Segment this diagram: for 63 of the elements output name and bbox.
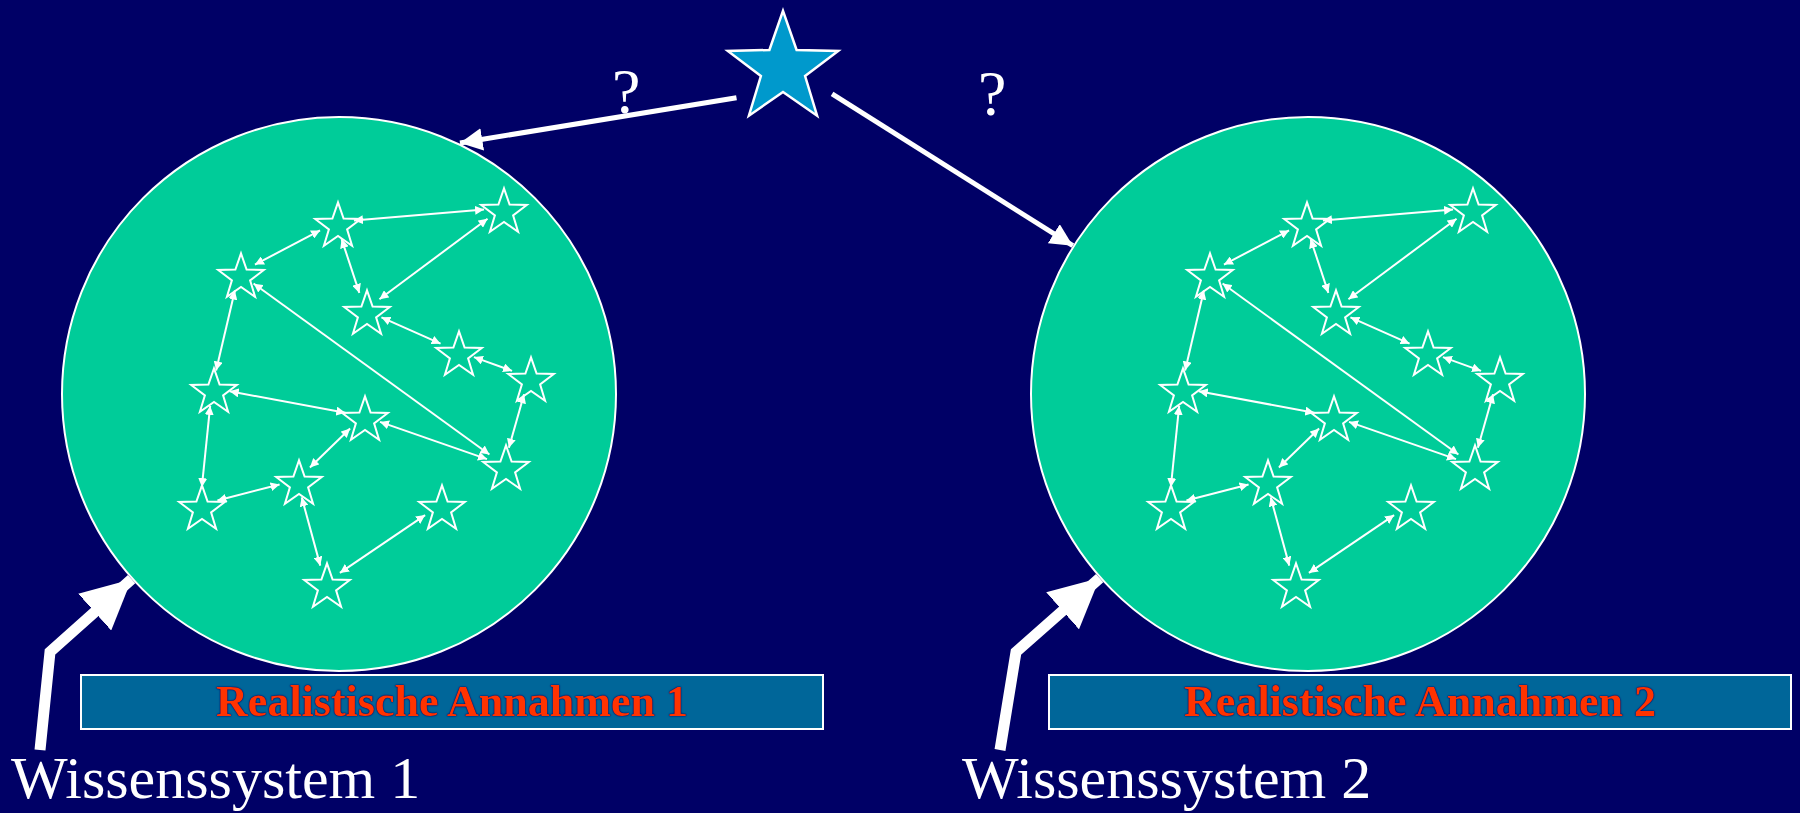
star-outline	[418, 483, 466, 531]
star-outline	[190, 366, 238, 414]
star-outline	[1449, 186, 1497, 234]
star-outline	[343, 288, 391, 336]
arrow	[1476, 393, 1495, 449]
star-outline	[435, 329, 483, 377]
star-outline	[480, 186, 528, 234]
star-outline	[275, 458, 323, 506]
arrow	[34, 575, 136, 751]
star-outline	[1312, 288, 1360, 336]
arrow	[1277, 427, 1321, 469]
edge-label: ?	[978, 62, 1007, 126]
star-outline	[507, 355, 555, 403]
arrow	[1309, 238, 1330, 294]
star-outline	[1451, 443, 1499, 491]
star-outline	[341, 394, 389, 442]
arrow	[308, 427, 352, 469]
star-outline	[1186, 251, 1234, 299]
arrow	[1441, 355, 1483, 373]
arrow	[472, 355, 514, 373]
star-outline	[303, 561, 351, 609]
arrow	[1321, 205, 1455, 225]
arrow	[1197, 388, 1316, 416]
star-outline	[1387, 483, 1435, 531]
star-outline	[1404, 329, 1452, 377]
star-outline	[482, 443, 530, 491]
arrow	[459, 95, 737, 151]
arrow	[338, 514, 427, 574]
arrow	[1221, 282, 1460, 456]
star-outline	[1476, 355, 1524, 403]
arrow	[216, 482, 281, 503]
arrow	[1182, 289, 1207, 372]
star-outline	[1159, 366, 1207, 414]
arrow	[1347, 217, 1458, 301]
arrow	[830, 91, 1075, 248]
star-outline	[1244, 458, 1292, 506]
arrow	[1185, 482, 1250, 503]
arrow	[253, 229, 322, 266]
arrow	[1348, 420, 1457, 461]
arrow	[994, 573, 1104, 751]
star-outline	[1310, 394, 1358, 442]
edge-label: ?	[612, 60, 641, 124]
star-outline	[217, 251, 265, 299]
banner: Realistische Annahmen 1	[80, 674, 824, 730]
arrow	[340, 238, 361, 294]
star-outline	[1272, 561, 1320, 609]
arrow	[299, 496, 323, 567]
arrow	[1268, 496, 1292, 567]
arrow	[213, 289, 238, 372]
arrow	[378, 217, 489, 301]
arrow	[1167, 404, 1183, 489]
arrow	[1349, 316, 1411, 345]
arrow	[1222, 229, 1291, 266]
arrow	[228, 388, 347, 416]
arrow	[352, 205, 486, 225]
arrow	[379, 420, 488, 461]
arrow	[1307, 514, 1396, 574]
arrow	[252, 282, 491, 456]
banner: Realistische Annahmen 2	[1048, 674, 1792, 730]
star-shape	[725, 5, 841, 121]
arrow	[507, 393, 526, 449]
arrow	[380, 316, 442, 345]
arrow	[198, 404, 214, 489]
